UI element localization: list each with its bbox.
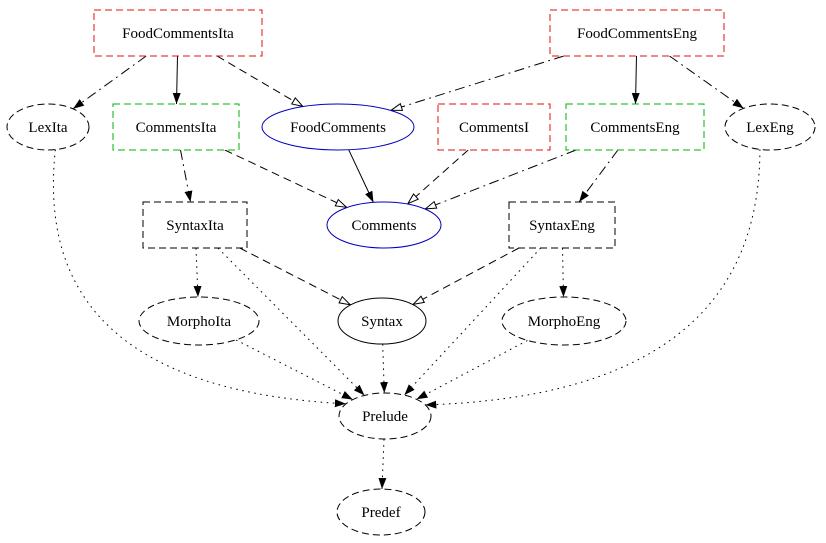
node-Prelude: Prelude: [338, 392, 432, 440]
edge-layer: [52, 55, 761, 490]
node-SyntaxEng: SyntaxEng: [508, 201, 616, 249]
edge-SyntaxIta-Prelude: [217, 247, 365, 396]
node-LexIta: LexIta: [6, 103, 90, 151]
node-label: Syntax: [361, 314, 403, 330]
node-ellipse: [138, 296, 260, 346]
node-label: Predef: [361, 505, 400, 521]
node-FoodCommentsEng: FoodCommentsEng: [549, 9, 725, 57]
edge-FoodCommentsIta-LexIta: [72, 55, 147, 110]
edge-FoodCommentsIta-CommentsIta: [172, 55, 181, 105]
edge-LexEng-Prelude: [425, 149, 761, 409]
edge-MorphoIta-Prelude: [235, 339, 354, 401]
edge-CommentsIta-SyntaxIta: [180, 149, 193, 203]
node-ellipse: [501, 296, 627, 346]
node-label: Comments: [351, 218, 416, 234]
edge-CommentsI-Comments: [408, 149, 469, 204]
edge-SyntaxIta-Syntax: [239, 247, 351, 305]
edge-CommentsEng-SyntaxEng: [578, 149, 619, 203]
node-box: [508, 201, 616, 249]
node-box: [112, 103, 240, 151]
node-ellipse: [337, 297, 427, 345]
node-ellipse: [261, 103, 415, 151]
node-box: [549, 9, 725, 57]
node-label: FoodCommentsIta: [122, 26, 234, 42]
edge-CommentsEng-Comments: [425, 149, 577, 210]
edge-Syntax-Prelude: [379, 343, 388, 394]
node-ellipse: [326, 201, 442, 249]
node-label: Prelude: [362, 409, 408, 425]
node-LexEng: LexEng: [724, 103, 816, 151]
node-label: FoodComments: [290, 120, 386, 136]
node-label: MorphoEng: [528, 314, 601, 330]
edge-FoodCommentsEng-LexEng: [669, 55, 744, 109]
node-MorphoIta: MorphoIta: [138, 296, 260, 346]
node-FoodCommentsIta: FoodCommentsIta: [93, 9, 263, 57]
node-label: SyntaxEng: [529, 218, 595, 234]
node-label: CommentsI: [459, 120, 529, 136]
edge-LexIta-Prelude: [52, 149, 346, 408]
edge-FoodCommentsEng-CommentsEng: [631, 55, 640, 105]
node-Syntax: Syntax: [337, 297, 427, 345]
node-box: [437, 103, 551, 151]
edge-SyntaxEng-MorphoEng: [559, 247, 568, 298]
node-FoodComments: FoodComments: [261, 103, 415, 151]
node-label: FoodCommentsEng: [577, 26, 698, 42]
edge-SyntaxEng-Syntax: [413, 247, 520, 305]
edge-FoodCommentsEng-FoodComments: [391, 55, 564, 110]
node-ellipse: [724, 103, 816, 151]
node-box: [142, 201, 248, 249]
node-label: LexIta: [28, 120, 67, 136]
node-label: LexEng: [746, 120, 794, 136]
node-Predef: Predef: [336, 488, 426, 536]
node-ellipse: [6, 103, 90, 151]
edge-FoodComments-Comments: [348, 149, 374, 203]
node-CommentsI: CommentsI: [437, 103, 551, 151]
node-ellipse: [336, 488, 426, 536]
edge-FoodCommentsIta-FoodComments: [216, 55, 303, 107]
edge-Prelude-Predef: [378, 438, 387, 490]
node-box: [93, 9, 263, 57]
node-SyntaxIta: SyntaxIta: [142, 201, 248, 249]
node-Comments: Comments: [326, 201, 442, 249]
node-label: CommentsIta: [136, 120, 217, 136]
node-label: MorphoIta: [167, 314, 231, 330]
node-MorphoEng: MorphoEng: [501, 296, 627, 346]
node-CommentsEng: CommentsEng: [565, 103, 705, 151]
node-ellipse: [338, 392, 432, 440]
edge-MorphoEng-Prelude: [416, 339, 528, 400]
node-box: [565, 103, 705, 151]
node-label: CommentsEng: [590, 120, 680, 136]
node-label: SyntaxIta: [166, 218, 224, 234]
edge-CommentsIta-Comments: [224, 149, 347, 208]
node-CommentsIta: CommentsIta: [112, 103, 240, 151]
edge-SyntaxIta-MorphoIta: [193, 247, 202, 298]
